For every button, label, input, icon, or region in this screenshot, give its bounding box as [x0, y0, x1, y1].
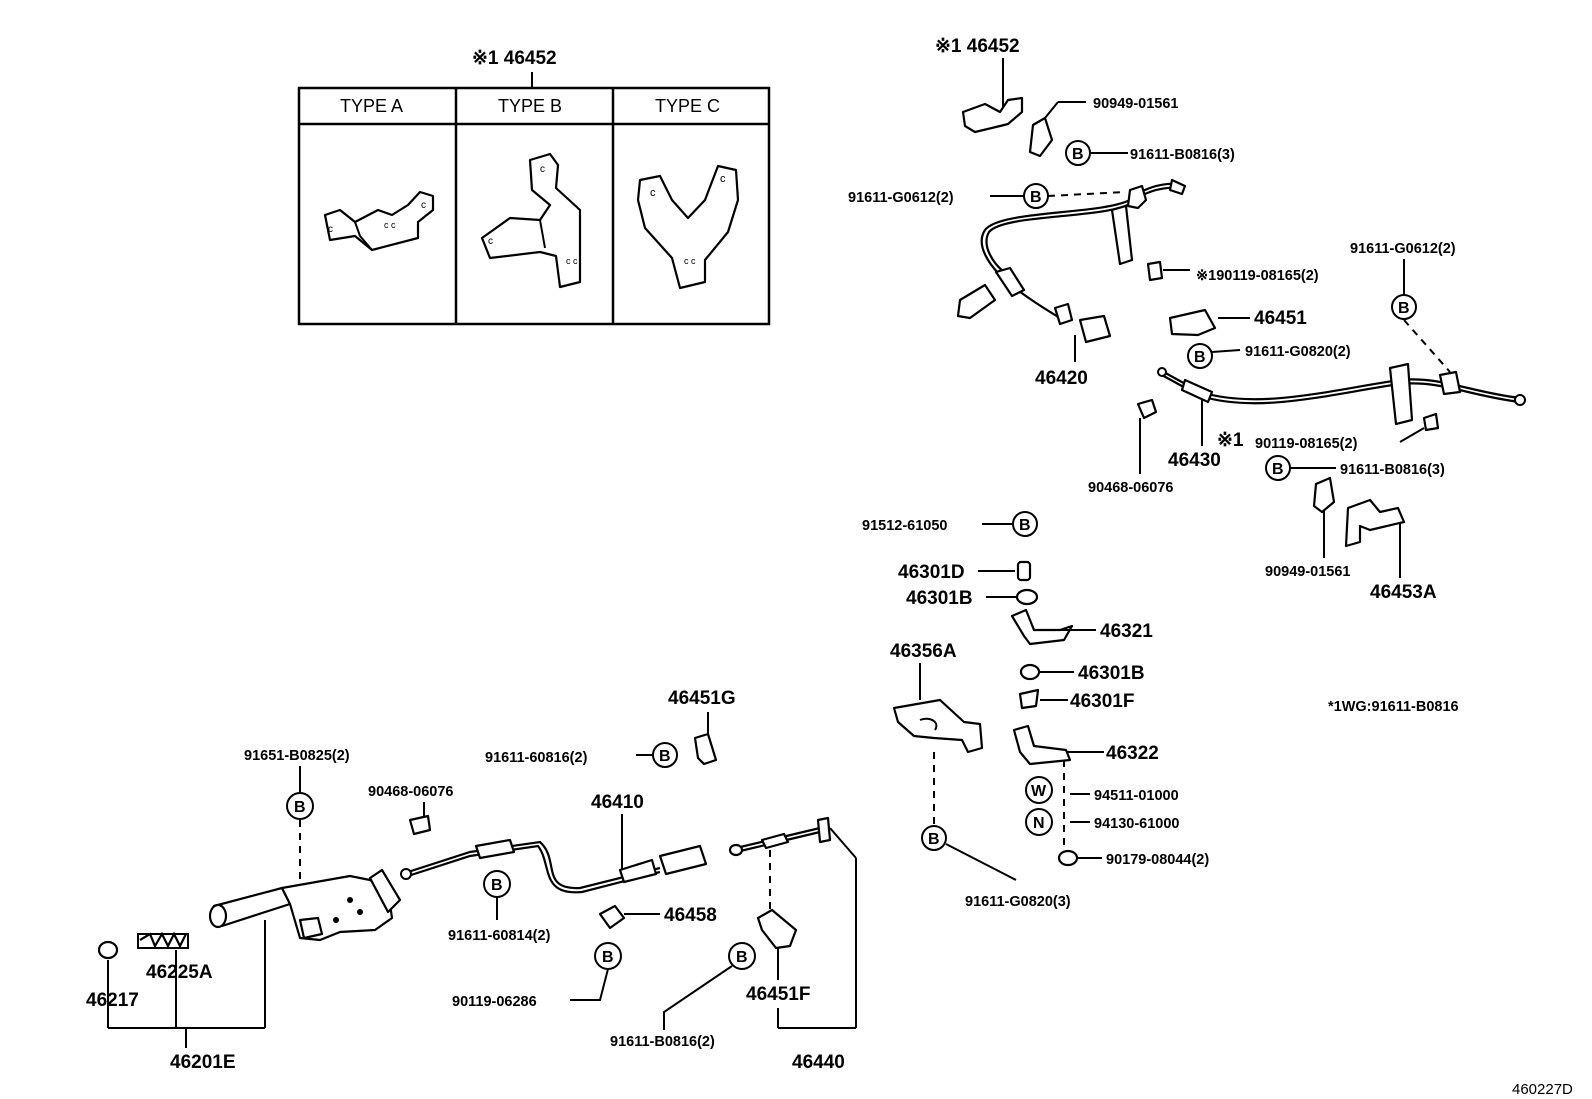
bolt-symbol: B [294, 799, 306, 816]
label-91611-B0816-top: 91611-B0816(3) [1130, 147, 1235, 163]
type-c-header: TYPE C [655, 96, 720, 116]
label-91611-60814: 91611-60814(2) [448, 928, 551, 944]
label-91611-60816: 91611-60816(2) [485, 750, 588, 766]
label-90179-08044: 90179-08044(2) [1106, 852, 1209, 868]
bolt-symbol: B [491, 877, 503, 894]
label-46451F: 46451F [746, 984, 810, 1005]
svg-text:c: c [720, 173, 726, 185]
bolt-symbol: B [1398, 300, 1410, 317]
label-91611-G0820-lower: 91611-G0820(3) [965, 894, 1071, 910]
wg-note: *1WG:91611-B0816 [1328, 699, 1459, 715]
label-90119-08165-lower: 90119-08165(2) [1255, 436, 1358, 452]
label-91512-61050: 91512-61050 [862, 518, 947, 534]
svg-text:c c: c c [684, 256, 696, 266]
label-91611-B0816-lower: 91611-B0816(3) [1340, 462, 1445, 478]
label-91611-G0612-right: 91611-G0612(2) [1350, 241, 1456, 257]
table-title: ※1 46452 [472, 48, 557, 69]
label-46410: 46410 [591, 792, 644, 813]
label-90119-08165-top: ※190119-08165(2) [1196, 268, 1319, 284]
parking-brake-lever-drawing [208, 868, 402, 942]
label-90949-01561-lower: 90949-01561 [1265, 564, 1350, 580]
type-b-bracket-drawing: c c c c [480, 152, 582, 289]
label-90949-01561-top: 90949-01561 [1093, 96, 1178, 112]
type-b-header: TYPE B [498, 96, 562, 116]
label-46430: 46430 [1168, 450, 1221, 471]
svg-text:c c: c c [566, 256, 578, 266]
label-46452-right: ※1 46452 [935, 36, 1020, 57]
label-46301D: 46301D [898, 562, 965, 583]
label-46440: 46440 [792, 1052, 845, 1073]
diagram-code: 460227D [1512, 1081, 1573, 1098]
svg-text:c: c [650, 187, 656, 199]
svg-text:c: c [328, 224, 333, 235]
label-46458: 46458 [664, 905, 717, 926]
label-91611-B0816-bottom: 91611-B0816(2) [610, 1034, 715, 1050]
bracket-type-table: ※1 46452 TYPE A TYPE B TYPE C c c c c c … [297, 48, 771, 326]
label-46217: 46217 [86, 990, 139, 1011]
type-c-bracket-drawing: c c c c [636, 164, 740, 290]
type-a-header: TYPE A [340, 96, 403, 116]
note-1: ※1 [1217, 430, 1244, 451]
label-90468-06076-left: 90468-06076 [368, 784, 453, 800]
svg-text:c: c [540, 164, 545, 175]
label-46453A: 46453A [1370, 582, 1437, 603]
bolt-symbol: B [659, 748, 671, 765]
label-46301B-upper: 46301B [906, 588, 973, 609]
washer-symbol: W [1031, 783, 1047, 800]
svg-text:c: c [488, 236, 493, 247]
bolt-symbol: B [1030, 189, 1042, 206]
label-46301B-lower: 46301B [1078, 663, 1145, 684]
label-90119-06286: 90119-06286 [452, 994, 537, 1010]
label-46451G: 46451G [668, 688, 736, 709]
label-94511-01000: 94511-01000 [1094, 788, 1179, 804]
type-a-bracket-drawing: c c c c [323, 190, 435, 252]
bolt-symbol: B [928, 831, 940, 848]
label-90468-06076-right: 90468-06076 [1088, 480, 1173, 496]
label-46420: 46420 [1035, 368, 1088, 389]
bolt-symbol: B [1019, 517, 1031, 534]
svg-text:c: c [421, 200, 426, 211]
svg-text:c c: c c [384, 220, 396, 230]
label-46451: 46451 [1254, 308, 1307, 329]
bolt-symbol: B [602, 949, 614, 966]
middle-right-stack: 91512-61050 B 46301D 46301B 46321 46356A… [862, 511, 1459, 910]
label-46322: 46322 [1106, 743, 1159, 764]
top-right-cluster: ※1 46452 90949-01561 B 91611-B0816(3) 91… [848, 36, 1526, 603]
nut-symbol: N [1033, 815, 1045, 832]
bottom-middle-cluster: 46451F 46440 B 91611-B0816(2) [610, 816, 857, 1073]
bolt-symbol: B [1194, 349, 1206, 366]
label-46356A: 46356A [890, 641, 957, 662]
bolt-symbol: B [1272, 461, 1284, 478]
bolt-symbol: B [1072, 146, 1084, 163]
label-46201E: 46201E [170, 1052, 236, 1073]
label-46225A: 46225A [146, 962, 213, 983]
label-91611-G0820-top: 91611-G0820(2) [1245, 344, 1351, 360]
label-46321: 46321 [1100, 621, 1153, 642]
bottom-left-cluster: 46451G 91611-60816(2) B 91651-B0825(2) B… [86, 688, 736, 1073]
label-46301F: 46301F [1070, 691, 1134, 712]
bolt-symbol: B [736, 949, 748, 966]
label-94130-61000: 94130-61000 [1094, 816, 1179, 832]
label-91651-B0825: 91651-B0825(2) [244, 748, 350, 764]
label-91611-G0612-left: 91611-G0612(2) [848, 190, 954, 206]
